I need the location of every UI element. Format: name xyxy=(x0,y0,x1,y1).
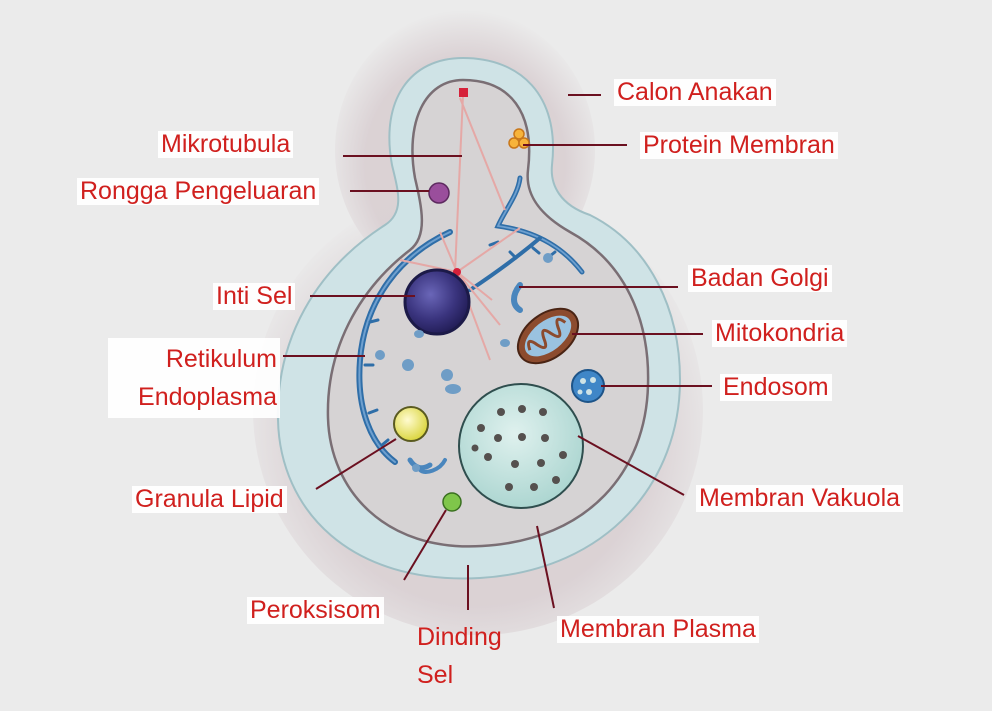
secretory-vesicle xyxy=(428,182,450,204)
label-dinding-line2: Sel xyxy=(417,661,454,689)
label-endosom: Endosom xyxy=(720,374,832,401)
lipid-granule xyxy=(393,406,429,442)
membrane-protein-cluster xyxy=(508,128,530,149)
endoplasmic-reticulum xyxy=(356,175,585,465)
peroxisome xyxy=(442,492,462,512)
label-peroksisom: Peroksisom xyxy=(247,597,384,624)
label-retikulum-line2: Endoplasma xyxy=(138,383,277,411)
label-dinding-line1: Dinding xyxy=(417,623,502,651)
label-badan-golgi: Badan Golgi xyxy=(688,265,832,292)
label-protein-membran: Protein Membran xyxy=(640,132,838,159)
endosome xyxy=(571,369,605,403)
label-inti-sel: Inti Sel xyxy=(213,283,296,310)
mitochondrion xyxy=(516,307,580,365)
label-rongga-pengeluaran: Rongga Pengeluaran xyxy=(77,178,320,205)
label-retikulum-endoplasma: Retikulum Endoplasma xyxy=(108,338,280,418)
label-membran-plasma: Membran Plasma xyxy=(557,616,759,643)
label-retikulum-line1: Retikulum xyxy=(165,345,277,373)
nucleus xyxy=(403,268,471,336)
label-membran-vakuola: Membran Vakuola xyxy=(696,485,904,512)
vesicles xyxy=(375,253,553,472)
leader-lines xyxy=(283,94,712,610)
label-granula-lipid: Granula Lipid xyxy=(132,486,287,513)
spindle-pole-top xyxy=(459,88,468,97)
label-dinding-sel: Dinding Sel xyxy=(414,616,505,696)
label-mikrotubula: Mikrotubula xyxy=(158,131,294,158)
vacuole xyxy=(458,383,584,509)
label-mitokondria: Mitokondria xyxy=(712,320,848,347)
label-calon-anakan: Calon Anakan xyxy=(614,79,776,106)
